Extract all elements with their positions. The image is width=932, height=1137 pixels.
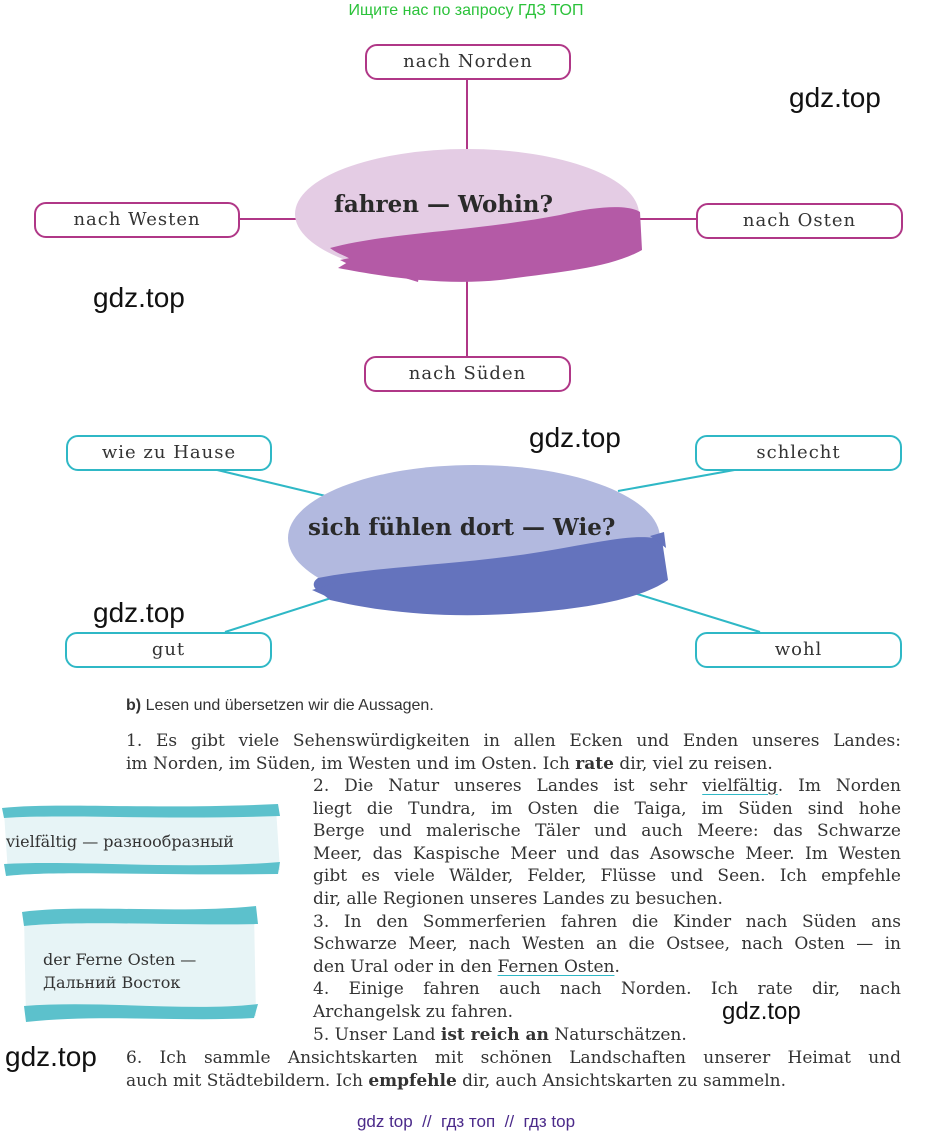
- watermark: gdz.top: [5, 1041, 97, 1072]
- watermark: gdz.top: [722, 998, 801, 1025]
- text-line: 3. In den Sommerferien fahren die Kinder…: [313, 911, 901, 932]
- vocab-note-vielfaeltig: vielfältig — разнообразный: [6, 832, 234, 851]
- footer-watermark: gdz top // гдз топ // гдз top: [356, 1112, 576, 1131]
- node-nach-norden: nach Norden: [365, 44, 571, 80]
- node-nach-sueden: nach Süden: [364, 356, 571, 392]
- paragraph-6: 6. Ich sammle Ansichtskarten mit schönen…: [126, 1047, 901, 1092]
- text-line: Berge und malerische Täler und auch Meer…: [313, 821, 901, 842]
- text-line: 5. Unser Land ist reich an Naturschätzen…: [313, 1024, 687, 1045]
- text-line: Meer, das Kaspische Meer und das Asowsch…: [313, 843, 901, 864]
- vocab-note-line: der Ferne Osten —: [43, 950, 197, 969]
- diagram2-center-label: sich fühlen dort — Wie?: [308, 514, 616, 541]
- paragraph-1: 1. Es gibt viele Sehenswürdigkeiten in a…: [126, 730, 901, 775]
- task-text: Lesen und übersetzen wir die Aussagen.: [145, 697, 434, 714]
- node-wie-zu-hause: wie zu Hause: [66, 435, 272, 471]
- node-nach-osten: nach Osten: [696, 203, 903, 239]
- text-line: den Ural oder in den Fernen Osten.: [313, 956, 620, 977]
- diagram1-connectors: [239, 79, 697, 357]
- watermark: gdz.top: [529, 422, 621, 453]
- watermark: gdz.top: [93, 282, 185, 313]
- vocab-note-ferne-osten: der Ferne Osten — Дальний Восток: [43, 948, 196, 994]
- vocab-note-backgrounds: [2, 804, 280, 1022]
- paragraphs-2-5: 2. Die Natur unseres Landes ist sehr vie…: [313, 775, 901, 1046]
- text-line: liegt die Tundra, im Osten die Taiga, im…: [313, 798, 901, 819]
- text-line: 2. Die Natur unseres Landes ist sehr vie…: [313, 776, 901, 796]
- text-line: 1. Es gibt viele Sehenswürdigkeiten in a…: [126, 731, 901, 751]
- diagram1-blob: [295, 149, 642, 282]
- text-line: auch mit Städtebildern. Ich empfehle dir…: [126, 1070, 786, 1091]
- vocab-note-line: Дальний Восток: [43, 973, 181, 992]
- diagram2-blob: [288, 465, 668, 616]
- text-line: Archangelsk zu fahren.: [313, 1001, 513, 1022]
- task-instruction: b) Lesen und übersetzen wir die Aussagen…: [126, 697, 434, 715]
- text-line: gibt es viele Wälder, Felder, Flüsse und…: [313, 866, 901, 887]
- node-gut: gut: [65, 632, 272, 668]
- mind-map-graphics: [212, 79, 761, 633]
- diagram1-center-label: fahren — Wohin?: [334, 191, 553, 218]
- text-line: dir, alle Regionen unseres Landes zu bes…: [313, 888, 723, 909]
- header-note: Ищите нас по запросу ГДЗ ТОП: [348, 2, 584, 19]
- text-line: 6. Ich sammle Ansichtskarten mit schönen…: [126, 1048, 901, 1068]
- text-line: Schwarze Meer, nach Westen an die Ostsee…: [313, 934, 901, 955]
- node-nach-westen: nach Westen: [34, 202, 240, 238]
- watermark: gdz.top: [93, 597, 185, 628]
- node-schlecht: schlecht: [695, 435, 902, 471]
- task-label: b): [126, 697, 142, 714]
- text-line: im Norden, im Süden, im Westen und im Os…: [126, 753, 773, 774]
- watermark: gdz.top: [789, 82, 881, 113]
- text-line: 4. Einige fahren auch nach Norden. Ich r…: [313, 979, 901, 1000]
- node-wohl: wohl: [695, 632, 902, 668]
